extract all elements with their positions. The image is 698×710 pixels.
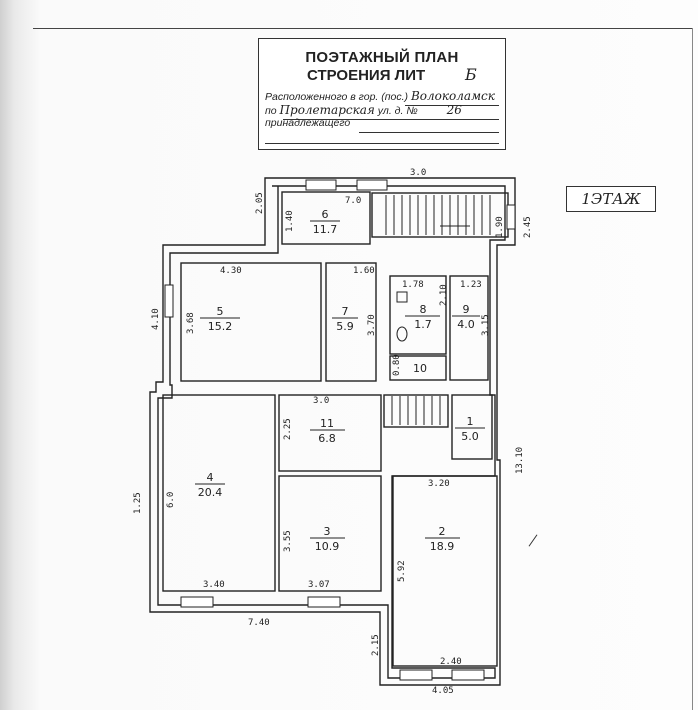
dim-3-68: 3.68: [186, 312, 196, 334]
room-7-area: 5.9: [336, 320, 354, 333]
room-10-number: 10: [413, 362, 427, 375]
room-2-number: 2: [439, 525, 446, 538]
dim-1-25: 1.25: [133, 492, 143, 514]
windows: [164, 179, 516, 681]
stamp-title-line1: ПОЭТАЖНЫЙ ПЛАН: [305, 49, 459, 66]
dim-5-92: 5.92: [397, 560, 407, 582]
dim-1-23: 1.23: [460, 280, 482, 290]
room-9-area: 4.0: [457, 318, 475, 331]
dim-1-78: 1.78: [402, 280, 424, 290]
page-border-right: [692, 28, 693, 710]
room-9-number: 9: [463, 303, 470, 316]
area-fraction-bars: [195, 220, 485, 539]
room-5-number: 5: [217, 305, 224, 318]
room-8-number: 8: [420, 303, 427, 316]
room-4-area: 20.4: [198, 486, 223, 499]
dim-3-15: 3.15: [481, 314, 491, 336]
dim-3-55: 3.55: [283, 530, 293, 552]
room-8-area: 1.7: [414, 318, 432, 331]
page-border-top: [33, 28, 693, 29]
dim-3-0-mid: 3.0: [313, 396, 329, 406]
room-2-area: 18.9: [430, 540, 455, 553]
dim-2-40: 2.40: [440, 657, 462, 667]
stamp-owner-label: принадлежащего: [265, 117, 351, 129]
stamp-street: Пролетарская: [279, 103, 375, 117]
dim-2-10: 2.10: [439, 284, 449, 306]
dim-1-40: 1.40: [285, 210, 295, 232]
dim-1-90: 1.90: [495, 216, 505, 238]
title-stamp: ПОЭТАЖНЫЙ ПЛАН СТРОЕНИЯ ЛИТ Б Расположен…: [258, 38, 506, 150]
dim-6-0: 6.0: [166, 492, 176, 508]
dim-7-0: 7.0: [345, 196, 361, 206]
room-5-area: 15.2: [208, 320, 233, 333]
room-3-area: 10.9: [315, 540, 340, 553]
room-4-number: 4: [207, 471, 214, 484]
dim-3-0-top: 3.0: [410, 168, 426, 178]
dim-2-05: 2.05: [255, 192, 265, 214]
dim-0-80: 0.80: [392, 354, 402, 376]
dim-13-10: 13.10: [515, 447, 525, 474]
room-1-number: 1: [467, 415, 474, 428]
stamp-title-line2: СТРОЕНИЯ ЛИТ: [307, 67, 426, 84]
room-11-number: 11: [320, 417, 334, 430]
dim-4-05: 4.05: [432, 686, 454, 696]
dim-3-40: 3.40: [203, 580, 225, 590]
stamp-house-no: 26: [446, 103, 462, 117]
dim-3-07: 3.07: [308, 580, 330, 590]
dim-7-40: 7.40: [248, 618, 270, 628]
dim-2-25: 2.25: [283, 418, 293, 440]
dim-3-70: 3.70: [367, 314, 377, 336]
stamp-city: Волоколамск: [410, 89, 495, 103]
dim-2-15: 2.15: [371, 634, 381, 656]
dim-3-20: 3.20: [428, 479, 450, 489]
plan-walls: [149, 177, 516, 686]
floor-label: 1ЭТАЖ: [566, 186, 656, 212]
dim-4-30: 4.30: [220, 266, 242, 276]
stamp-house-label: ул. д. №: [377, 105, 418, 117]
stair-treads: [385, 195, 491, 425]
dim-1-60: 1.60: [353, 266, 375, 276]
room-6-area: 11.7: [313, 223, 338, 236]
sink-fixture: [396, 326, 408, 342]
stamp-located-label: Расположенного в гор. (пос.): [265, 91, 409, 103]
room-7-number: 7: [342, 305, 349, 318]
dim-2-45: 2.45: [523, 216, 533, 238]
toilet-fixture: [396, 291, 408, 303]
room-1-area: 5.0: [461, 430, 479, 443]
stamp-street-prefix: по: [265, 105, 277, 117]
room-3-number: 3: [324, 525, 331, 538]
dim-4-10: 4.10: [151, 308, 161, 330]
room-6-number: 6: [322, 208, 329, 221]
stamp-letter: Б: [465, 65, 477, 84]
room-11-area: 6.8: [318, 432, 336, 445]
